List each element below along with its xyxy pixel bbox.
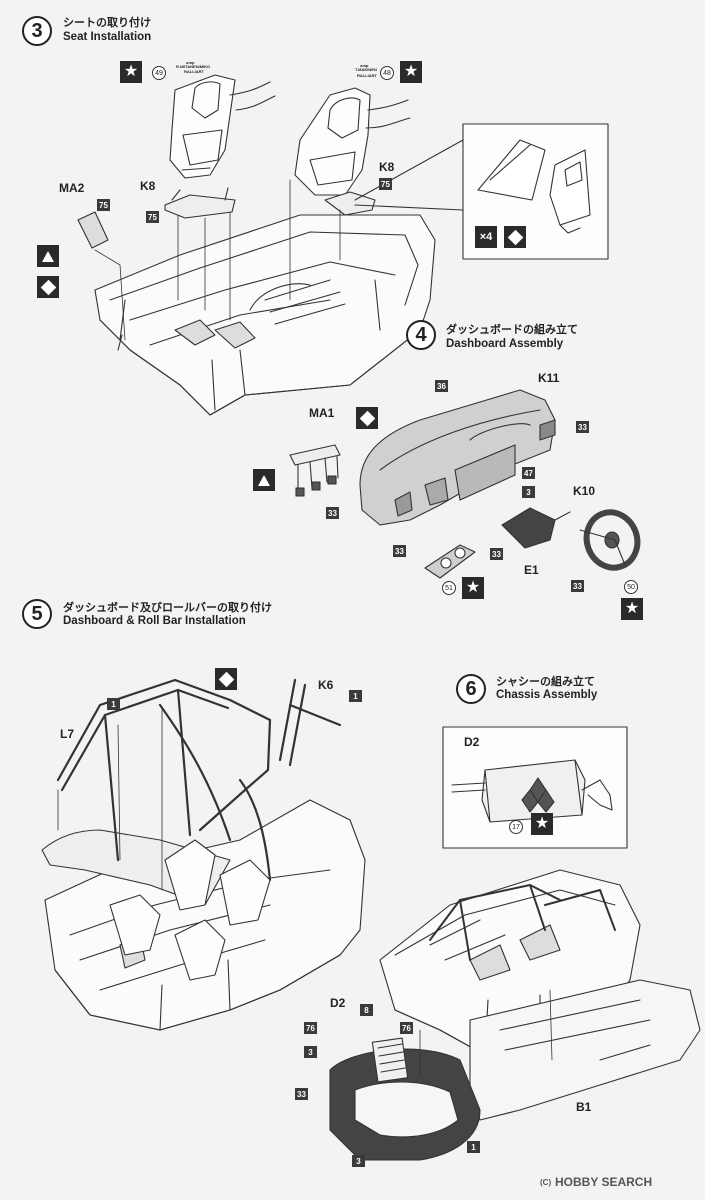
label-ma1: MA1 [309, 406, 335, 420]
part-36: 36 [435, 380, 448, 392]
omp-decal-right-line1: T.MAKINEN [355, 67, 377, 72]
star-marker: ★ [462, 577, 484, 599]
step3-title-en: Seat Installation [63, 31, 152, 43]
step5-roll-cage [56, 678, 342, 882]
part-8: 8 [360, 1004, 373, 1016]
step4-gauges [424, 544, 476, 579]
step6-rear-section [329, 1037, 481, 1161]
step5-number: 5 [22, 599, 52, 629]
omp-decal-left-line1: R.NIITANEN/MIKO [176, 64, 211, 69]
omp-decal-right-brand: omp [360, 63, 369, 68]
step3-seat-right [294, 87, 411, 206]
step3-seat-brackets [164, 187, 376, 219]
label-k8: K8 [379, 160, 395, 174]
step6-cage [429, 884, 616, 961]
step6-guide-lines [419, 989, 553, 1076]
star-marker: ★ [400, 61, 422, 83]
step6-title-en: Chassis Assembly [496, 689, 598, 701]
watermark-copyright: (C) [540, 1178, 552, 1187]
step5-seats [109, 839, 271, 981]
ma2-plate [77, 211, 109, 249]
step4-column [501, 507, 571, 549]
omp-decal-left-line2: RALLIART [184, 69, 204, 74]
star-marker: ★ [531, 813, 553, 835]
part-33: 33 [326, 507, 339, 519]
step4-title-en: Dashboard Assembly [446, 338, 564, 350]
watermark-brand: HOBBY SEARCH [555, 1175, 653, 1189]
omp-decal-left-brand: omp [186, 60, 195, 65]
step3-title-jp: シートの取り付け [63, 17, 151, 29]
diamond-marker [37, 276, 59, 298]
label-l7: L7 [60, 727, 75, 741]
triangle-marker [37, 245, 59, 267]
step6-number: 6 [456, 674, 486, 704]
quantity-x4: ×4 [475, 226, 497, 248]
decal-48: 48 [380, 66, 394, 80]
part-1: 1 [107, 698, 120, 710]
label-k8: K8 [140, 179, 156, 193]
label-d2-box: D2 [464, 735, 480, 749]
part-75: 75 [379, 178, 392, 190]
part-76: 76 [304, 1022, 317, 1034]
part-3: 3 [522, 486, 535, 498]
step4-dashboard [359, 389, 556, 526]
star-marker: ★ [621, 598, 643, 620]
step3-seat-left [169, 74, 276, 179]
decal-50: 50 [624, 580, 638, 594]
star-marker: ★ [120, 61, 142, 83]
part-1: 1 [349, 690, 362, 702]
step3-body-tub [94, 214, 436, 416]
diamond-marker [504, 226, 526, 248]
step4-number: 4 [406, 320, 436, 350]
label-d2: D2 [330, 996, 346, 1010]
step3-guide-lines [94, 179, 341, 341]
step4-steering-wheel [579, 509, 641, 571]
label-b1: B1 [576, 1100, 592, 1114]
decal-17: 17 [509, 820, 523, 834]
part-33: 33 [576, 421, 589, 433]
part-33: 33 [571, 580, 584, 592]
decal-51: 51 [442, 581, 456, 595]
diamond-marker [356, 407, 378, 429]
step6-title-jp: シャシーの組み立て [496, 676, 595, 688]
label-k11: K11 [538, 371, 560, 385]
part-33: 33 [295, 1088, 308, 1100]
triangle-marker [253, 469, 275, 491]
step5-title-jp: ダッシュボード及びロールバーの取り付け [63, 602, 272, 614]
step4-ma1-bracket [289, 444, 341, 497]
label-k6: K6 [318, 678, 334, 692]
label-k10: K10 [573, 484, 596, 498]
part-47: 47 [522, 467, 535, 479]
part-76: 76 [400, 1022, 413, 1034]
omp-decal-right-line2: RALLIART [357, 73, 377, 78]
part-3: 3 [304, 1046, 317, 1058]
part-33: 33 [490, 548, 503, 560]
label-ma2: MA2 [59, 181, 85, 195]
part-75: 75 [146, 211, 159, 223]
part-33: 33 [393, 545, 406, 557]
decal-49: 49 [152, 66, 166, 80]
part-75: 75 [97, 199, 110, 211]
step5-title-en: Dashboard & Roll Bar Installation [63, 615, 246, 627]
step4-title-jp: ダッシュボードの組み立て [446, 324, 578, 336]
part-1: 1 [467, 1141, 480, 1153]
part-3: 3 [352, 1155, 365, 1167]
step3-number: 3 [22, 16, 52, 46]
label-e1: E1 [524, 563, 539, 577]
diamond-marker [215, 668, 237, 690]
step3-detail-box [354, 123, 609, 260]
step5-guide-lines [57, 709, 163, 891]
